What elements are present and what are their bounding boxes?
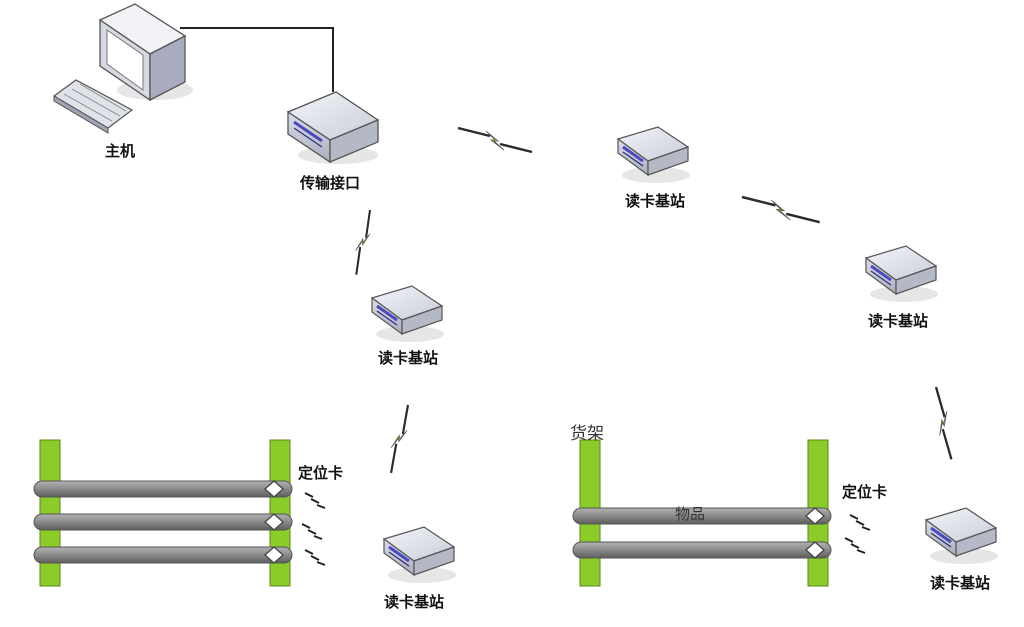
reader-label: 读卡基站 xyxy=(624,192,686,210)
reader-label: 读卡基站 xyxy=(377,349,439,367)
reader-base-station-icon xyxy=(382,525,458,585)
computer-icon xyxy=(98,3,193,102)
reader-label: 读卡基站 xyxy=(867,312,929,330)
shelf-label: 货架 xyxy=(570,424,604,444)
cable-line xyxy=(180,27,334,92)
signal-waves xyxy=(301,523,323,540)
host-label: 主机 xyxy=(104,142,136,160)
signal-waves xyxy=(304,492,326,509)
reader-base-station-icon xyxy=(864,244,940,304)
wireless-signal-icon xyxy=(385,403,414,475)
keyboard-icon xyxy=(52,79,134,134)
locator-card-icon xyxy=(264,480,284,564)
signal-waves xyxy=(849,514,871,531)
reader-base-station-icon xyxy=(616,125,692,185)
reader-label: 读卡基站 xyxy=(383,593,445,611)
reader-label: 读卡基站 xyxy=(929,574,991,592)
locator-card-icon xyxy=(805,507,825,559)
interface-label: 传输接口 xyxy=(299,174,361,192)
reader-base-station-icon xyxy=(924,506,1000,566)
wireless-signal-icon xyxy=(456,126,534,154)
signal-waves xyxy=(304,549,326,566)
shelf-icon xyxy=(33,439,293,587)
reader-base-station-icon xyxy=(370,284,446,344)
wireless-signal-icon xyxy=(915,385,973,461)
wireless-signal-icon xyxy=(348,208,378,276)
tag-label: 定位卡 xyxy=(842,483,888,501)
tag-label: 定位卡 xyxy=(298,464,344,482)
signal-waves xyxy=(844,537,866,554)
interface-box-icon xyxy=(286,91,380,164)
goods-label: 物品 xyxy=(675,505,706,523)
wireless-signal-icon xyxy=(740,195,821,224)
